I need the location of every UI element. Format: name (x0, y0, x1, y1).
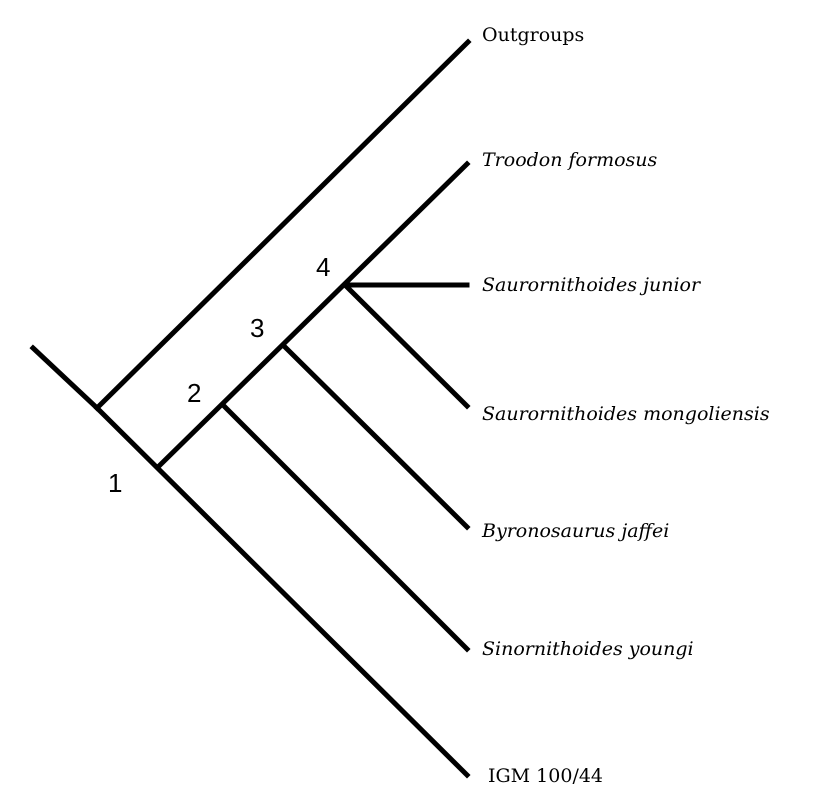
node-label-4: 4 (316, 252, 330, 282)
byronosaurus-branch (281, 343, 471, 531)
taxon-label-saurornithoides-mongoliensis: Saurornithoides mongoliensis (482, 403, 770, 425)
taxon-label-igm: IGM 100/44 (488, 765, 603, 787)
taxon-label-outgroups: Outgroups (482, 24, 584, 46)
ingroup-branch (154, 160, 471, 471)
saurornithoides-mongoliensis-branch (341, 281, 471, 410)
taxon-label-troodon: Troodon formosus (482, 149, 658, 171)
taxon-label-byronosaurus: Byronosaurus jaffei (481, 520, 669, 542)
sinornithoides-branch (219, 401, 471, 653)
taxon-label-saurornithoides-junior: Saurornithoides junior (482, 274, 702, 296)
taxon-label-sinornithoides: Sinornithoides youngi (482, 638, 694, 660)
node-label-2: 2 (187, 378, 201, 408)
node-label-1: 1 (108, 468, 122, 498)
node-label-3: 3 (250, 313, 264, 343)
root-branch (29, 344, 101, 412)
outgroups-branch (93, 38, 472, 412)
